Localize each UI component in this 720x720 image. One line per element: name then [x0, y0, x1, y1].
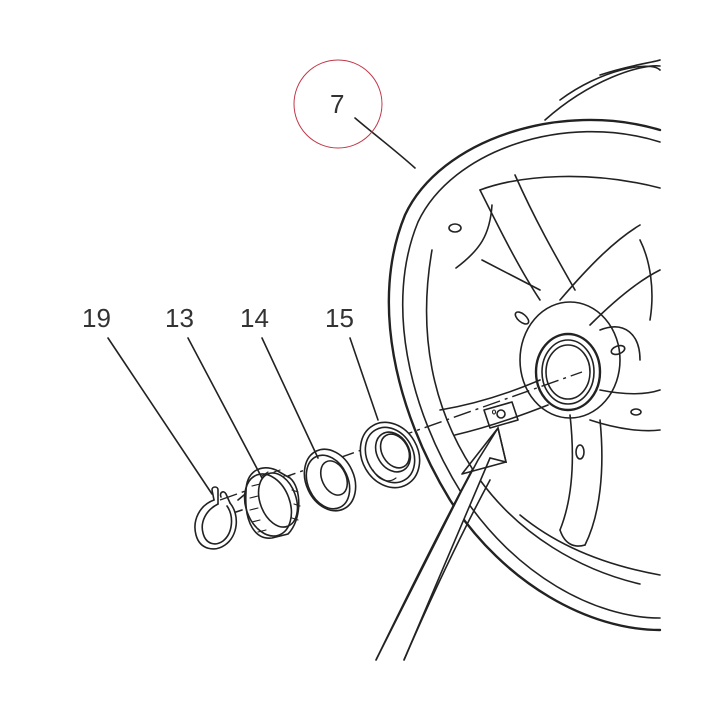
- label-wheel: 7: [330, 89, 344, 119]
- label-washer: 14: [240, 303, 269, 333]
- label-clip: 19: [82, 303, 111, 333]
- arrow-icon: [375, 425, 508, 661]
- label-ring-nut: 13: [165, 303, 194, 333]
- part-circlip: [194, 486, 238, 550]
- wheel-spokes: [439, 174, 661, 547]
- leader-lines: [107, 117, 416, 495]
- part-ring-nut: [235, 467, 301, 539]
- label-seal: 15: [325, 303, 354, 333]
- part-seal: [359, 421, 421, 489]
- highlight-circle: [293, 59, 383, 149]
- part-washer: [303, 448, 357, 512]
- tone-ring-detail: [483, 401, 519, 429]
- wheel-hub: [519, 301, 641, 419]
